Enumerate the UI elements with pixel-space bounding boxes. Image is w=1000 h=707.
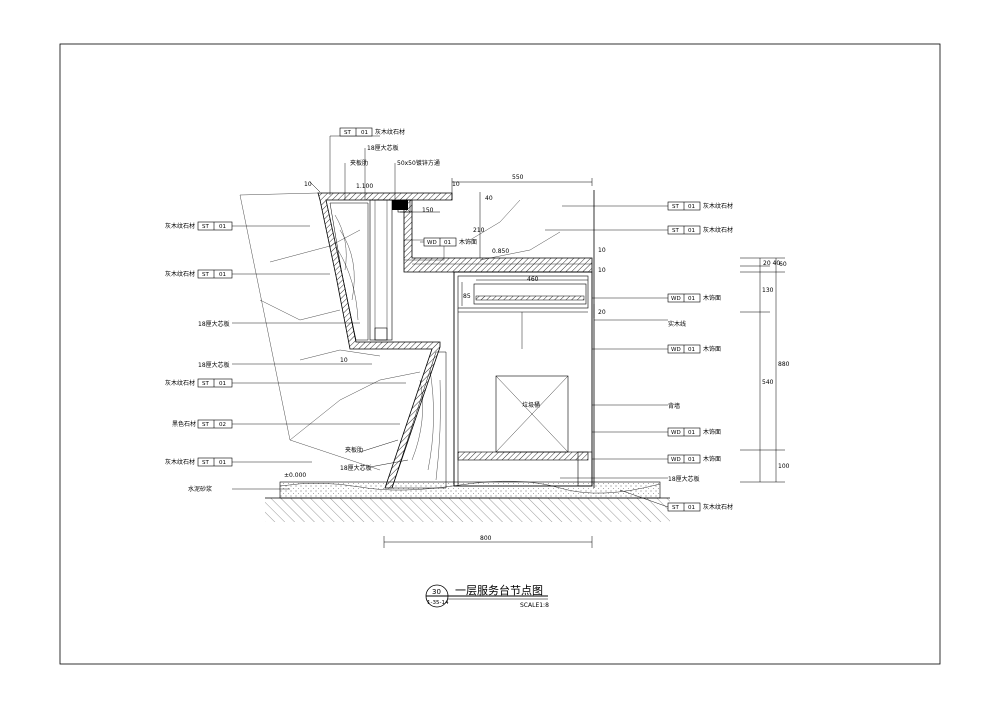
floor-section (265, 480, 670, 522)
drawing-title: 一层服务台节点图 (455, 583, 543, 597)
tag-l2-no: 01 (219, 272, 226, 278)
label-stone-top: 灰木纹石材 (375, 128, 405, 136)
tag-l4-st: ST (202, 422, 209, 428)
tag-r4-wd: WD (671, 347, 681, 353)
label-cement-mortar: 水泥砂浆 (188, 485, 212, 493)
label-blockboard-top: 18厘大芯板 (367, 144, 399, 152)
dim-460: 460 (527, 276, 539, 283)
tag-r1-st: ST (672, 204, 679, 210)
dimension-texts: 10 1.100 10 550 40 150 210 0.850 10 10 4… (284, 174, 790, 542)
label-right-blockboard: 18厘大芯板 (668, 475, 700, 483)
detail-number: 30 (432, 588, 441, 596)
tag-l5-st: ST (202, 460, 209, 466)
label-wood-veneer-upper: 木饰面 (459, 238, 477, 246)
tag-boxes (197, 127, 701, 512)
dim-10-a: 10 (304, 181, 312, 188)
tag-l4-no: 02 (219, 422, 226, 428)
label-left-blockboard-1: 18厘大芯板 (198, 320, 230, 328)
sheet-border (59, 43, 941, 665)
tag-l1-no: 01 (219, 224, 226, 230)
label-right-stone-1: 灰木纹石材 (703, 202, 733, 210)
dim-el-000: ±0.000 (284, 472, 306, 479)
tag-r4-no: 01 (688, 347, 695, 353)
dim-550: 550 (512, 174, 524, 181)
material-labels: 灰木纹石材 夹板肋 18厘大芯板 50x50镀锌方通 木饰面 垃圾桶 灰木纹石材… (165, 128, 733, 511)
label-right-stone-2: 灰木纹石材 (703, 226, 733, 234)
tag-l3-st: ST (202, 381, 209, 387)
tag-r3-no: 01 (688, 296, 695, 302)
tag-r5-no: 01 (688, 430, 695, 436)
tag-r7-st: ST (672, 505, 679, 511)
dim-100: 100 (778, 463, 790, 470)
tag-r6-no: 01 (688, 457, 695, 463)
tag-l3-no: 01 (219, 381, 226, 387)
tag-r2-no: 01 (688, 228, 695, 234)
dim-150: 150 (422, 207, 434, 214)
tag-l5-no: 01 (219, 460, 226, 466)
label-left-stone-3: 灰木纹石材 (165, 379, 195, 387)
tag-texts: ST 01 WD 01 ST 01 ST 01 WD 01 WD 01 WD 0… (202, 130, 695, 511)
label-solid-wood-line: 实木线 (668, 320, 686, 328)
dim-540: 540 (762, 379, 774, 386)
tag-r6-wd: WD (671, 457, 681, 463)
dim-130: 130 (762, 287, 774, 294)
label-right-stone-bottom: 灰木纹石材 (703, 503, 733, 511)
label-splint-strip-lower: 夹板肋 (345, 446, 363, 454)
dim-el-1100: 1.100 (356, 183, 373, 190)
label-left-stone-1: 灰木纹石材 (165, 222, 195, 230)
dim-el-850: 0.850 (492, 248, 509, 255)
label-right-wood-2: 木饰面 (703, 345, 721, 353)
dim-10-d: 10 (598, 267, 606, 274)
tag-mid-wd: WD (427, 240, 437, 246)
dim-880: 880 (778, 361, 790, 368)
label-blockboard-lower: 18厘大芯板 (340, 464, 372, 472)
dim-10-c: 10 (598, 247, 606, 254)
tag-mid-no: 01 (444, 240, 451, 246)
sheet-ref: 1-35-14 (427, 600, 449, 606)
tag-r7-no: 01 (688, 505, 695, 511)
label-right-wood-4: 木饰面 (703, 455, 721, 463)
label-back-wall: 背墙 (668, 402, 680, 410)
label-steel-tube: 50x50镀锌方通 (397, 159, 440, 167)
dim-85: 85 (463, 293, 471, 300)
label-left-stone-4: 灰木纹石材 (165, 458, 195, 466)
leaders (232, 135, 669, 508)
label-garbage-bin: 垃圾桶 (522, 401, 540, 409)
dim-800: 800 (480, 535, 492, 542)
tag-l1-st: ST (202, 224, 209, 230)
dim-40: 40 (485, 195, 493, 202)
label-right-wood-3: 木饰面 (703, 428, 721, 436)
drawing-scale: SCALE1:8 (520, 602, 549, 609)
tag-r2-st: ST (672, 228, 679, 234)
dim-60: 60 (779, 261, 787, 268)
label-left-blockboard-2: 18厘大芯板 (198, 361, 230, 369)
dim-20: 20 (598, 309, 606, 316)
label-splint-strip: 夹板肋 (350, 159, 368, 167)
right-dimension-chain (740, 257, 785, 483)
label-right-wood-1: 木饰面 (703, 294, 721, 302)
dim-10-e: 10 (340, 357, 348, 364)
dim-210: 210 (473, 227, 485, 234)
right-cabinet (453, 271, 593, 487)
background-sketch (239, 192, 561, 471)
tag-l2-st: ST (202, 272, 209, 278)
top-dimensions (309, 178, 595, 548)
dim-10-b: 10 (452, 181, 460, 188)
left-stone-body (317, 192, 453, 489)
tag-top-no: 01 (361, 130, 368, 136)
label-left-stone-2: 灰木纹石材 (165, 270, 195, 278)
title-block: 30 1-35-14 一层服务台节点图 SCALE1:8 (425, 583, 549, 609)
label-black-stone: 黑色石材 (172, 420, 196, 428)
tag-top-st: ST (344, 130, 351, 136)
tag-r5-wd: WD (671, 430, 681, 436)
tag-r1-no: 01 (688, 204, 695, 210)
tag-r3-wd: WD (671, 296, 681, 302)
dim-20-40: 20 40 (763, 260, 780, 267)
